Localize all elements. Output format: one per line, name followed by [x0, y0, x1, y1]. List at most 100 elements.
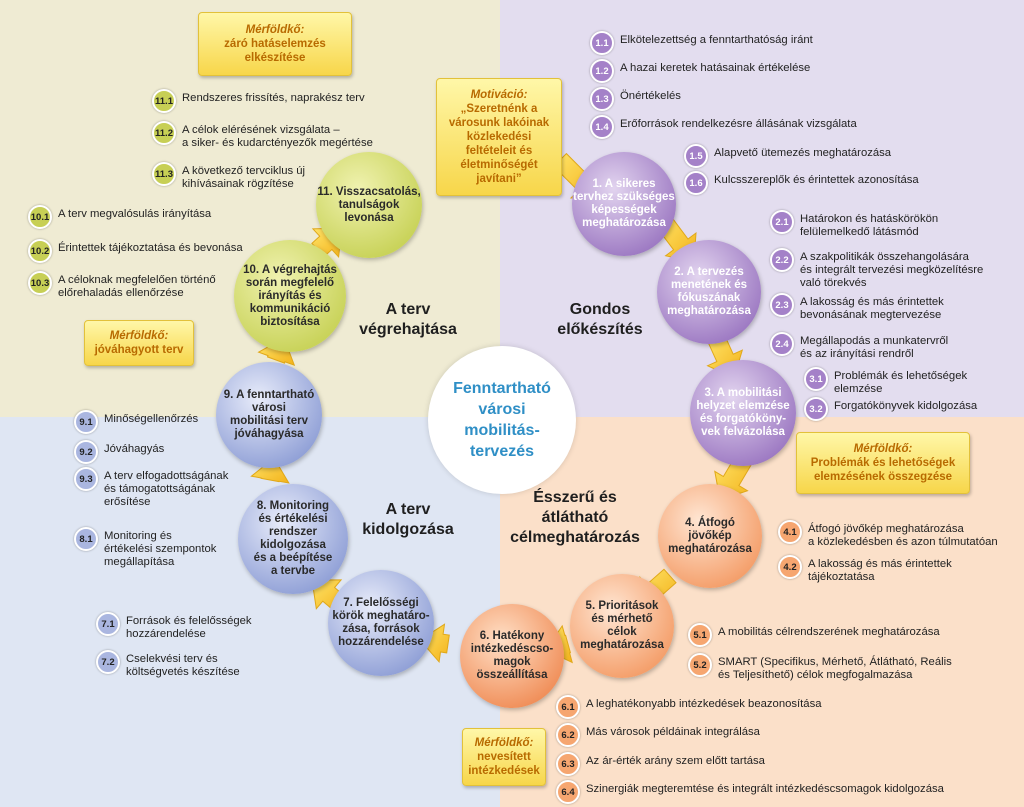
substep-text: Alapvető ütemezés meghatározása — [714, 147, 891, 160]
substep-text-line: Elkötelezettség a fenntarthatóság iránt — [620, 34, 813, 46]
substep-text-line: A mobilitás célrendszerének meghatározás… — [718, 626, 940, 638]
substep-number-badge: 2.1 — [770, 210, 794, 234]
substep-text-line: Jóváhagyás — [104, 443, 165, 455]
substep-text: Erőforrások rendelkezésre állásának vizs… — [620, 118, 857, 131]
substep-number-badge: 7.1 — [96, 612, 120, 636]
substep-number-badge: 1.6 — [684, 171, 708, 195]
substep-number-badge: 10.2 — [28, 239, 52, 263]
substep-number-badge: 9.1 — [74, 410, 98, 434]
substep-number-badge: 6.3 — [556, 752, 580, 776]
substep-text-line: Átfogó jövőkép meghatározása — [808, 523, 964, 535]
substep-text-line: bevonásának megtervezése — [800, 309, 942, 321]
substep-1-1: 1.1 Elkötelezettség a fenntarthatóság irá… — [590, 31, 813, 55]
substep-text: Más városok példáinak integrálása — [586, 726, 760, 739]
substep-number-badge: 1.4 — [590, 115, 614, 139]
substep-text: Az ár-érték arány szem előtt tartása — [586, 755, 765, 768]
substep-number-badge: 1.1 — [590, 31, 614, 55]
substep-number-badge: 2.4 — [770, 332, 794, 356]
substep-text-line: A leghatékonyabb intézkedések beazonosít… — [586, 698, 822, 710]
substep-number-badge: 9.3 — [74, 467, 98, 491]
substep-text-line: A szakpolitikák összehangolására — [800, 251, 969, 263]
substep-text-line: értékelési szempontok — [104, 543, 217, 555]
substep-1-5: 1.5 Alapvető ütemezés meghatározása — [684, 144, 891, 168]
substep-text-line: A terv elfogadottságának — [104, 470, 229, 482]
substep-text: Forgatókönyvek kidolgozása — [834, 400, 977, 413]
substep-text-line: és Teljesíthető) célok megfogalmazása — [718, 669, 913, 681]
substep-text-line: és integrált tervezési megközelítésre — [800, 264, 984, 276]
substep-text-line: előrehaladás ellenőrzése — [58, 287, 184, 299]
substep-text: SMART (Specifikus, Mérhető, Átlátható, R… — [718, 656, 952, 682]
substep-text-line: kihívásainak rögzítése — [182, 178, 294, 190]
substep-text-line: a közlekedésben és azon túlmutatóan — [808, 536, 998, 548]
substep-text-line: A lakosság és más érintettek — [808, 558, 952, 570]
substep-number-badge: 10.3 — [28, 271, 52, 295]
substep-text: A célok elérésének vizsgálata –a siker- … — [182, 124, 373, 150]
substep-number-badge: 2.3 — [770, 293, 794, 317]
substep-10-2: 10.2 Érintettek tájékoztatása és bevonása — [28, 239, 243, 263]
substep-text: Kulcsszereplők és érintettek azonosítása — [714, 174, 919, 187]
substep-text-line: SMART (Specifikus, Mérhető, Átlátható, R… — [718, 656, 952, 668]
substep-text: Minőségellenőrzés — [104, 413, 198, 426]
substep-text: A leghatékonyabb intézkedések beazonosít… — [586, 698, 822, 711]
substep-text-line: Forgatókönyvek kidolgozása — [834, 400, 978, 412]
substep-text-line: Erőforrások rendelkezésre állásának vizs… — [620, 118, 857, 130]
substep-text-line: Önértékelés — [620, 90, 681, 102]
substep-number-badge: 1.5 — [684, 144, 708, 168]
substep-text: A mobilitás célrendszerének meghatározás… — [718, 626, 940, 639]
substep-text-line: A hazai keretek hatásainak értékelése — [620, 62, 811, 74]
substep-text-line: Rendszeres frissítés, naprakész terv — [182, 92, 365, 104]
milestone-approved-plan: Mérföldkő:jóváhagyott terv — [84, 320, 194, 366]
substep-number-badge: 11.1 — [152, 89, 176, 113]
substep-text-line: Források és felelősségek — [126, 615, 252, 627]
substep-text-line: Minőségellenőrzés — [104, 413, 199, 425]
substep-text-line: Érintettek tájékoztatása és bevonása — [58, 242, 243, 254]
substep-text: Rendszeres frissítés, naprakész terv — [182, 92, 365, 105]
substep-number-badge: 5.1 — [688, 623, 712, 647]
substep-text-line: elemzése — [834, 383, 883, 395]
substep-text-line: Az ár-érték arány szem előtt tartása — [586, 755, 765, 767]
substep-text-line: hozzárendelése — [126, 628, 206, 640]
substep-text-line: Cselekvési terv és — [126, 653, 218, 665]
substep-number-badge: 3.1 — [804, 367, 828, 391]
substep-number-badge: 11.2 — [152, 121, 176, 145]
substep-number-badge: 8.1 — [74, 527, 98, 551]
